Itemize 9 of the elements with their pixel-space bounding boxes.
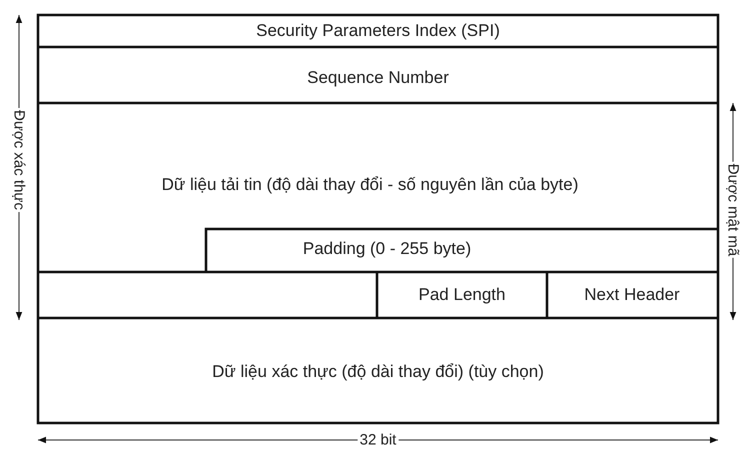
field-label: Dữ liệu tải tin (độ dài thay đổi - số nguyên lần của byte) [162, 175, 578, 195]
field-label: Security Parameters Index (SPI) [256, 21, 500, 41]
field-label: Dữ liệu xác thực (độ dài thay đổi) (tùy chọn) [212, 362, 544, 382]
field-label: Padding (0 - 255 byte) [302, 239, 472, 259]
dimension-label: Được mật mã [724, 162, 741, 258]
dimension-label: Được xác thực [10, 108, 28, 212]
field-label: Sequence Number [307, 68, 449, 88]
field-label: Next Header [584, 285, 680, 305]
field-label: Pad Length [418, 285, 506, 305]
